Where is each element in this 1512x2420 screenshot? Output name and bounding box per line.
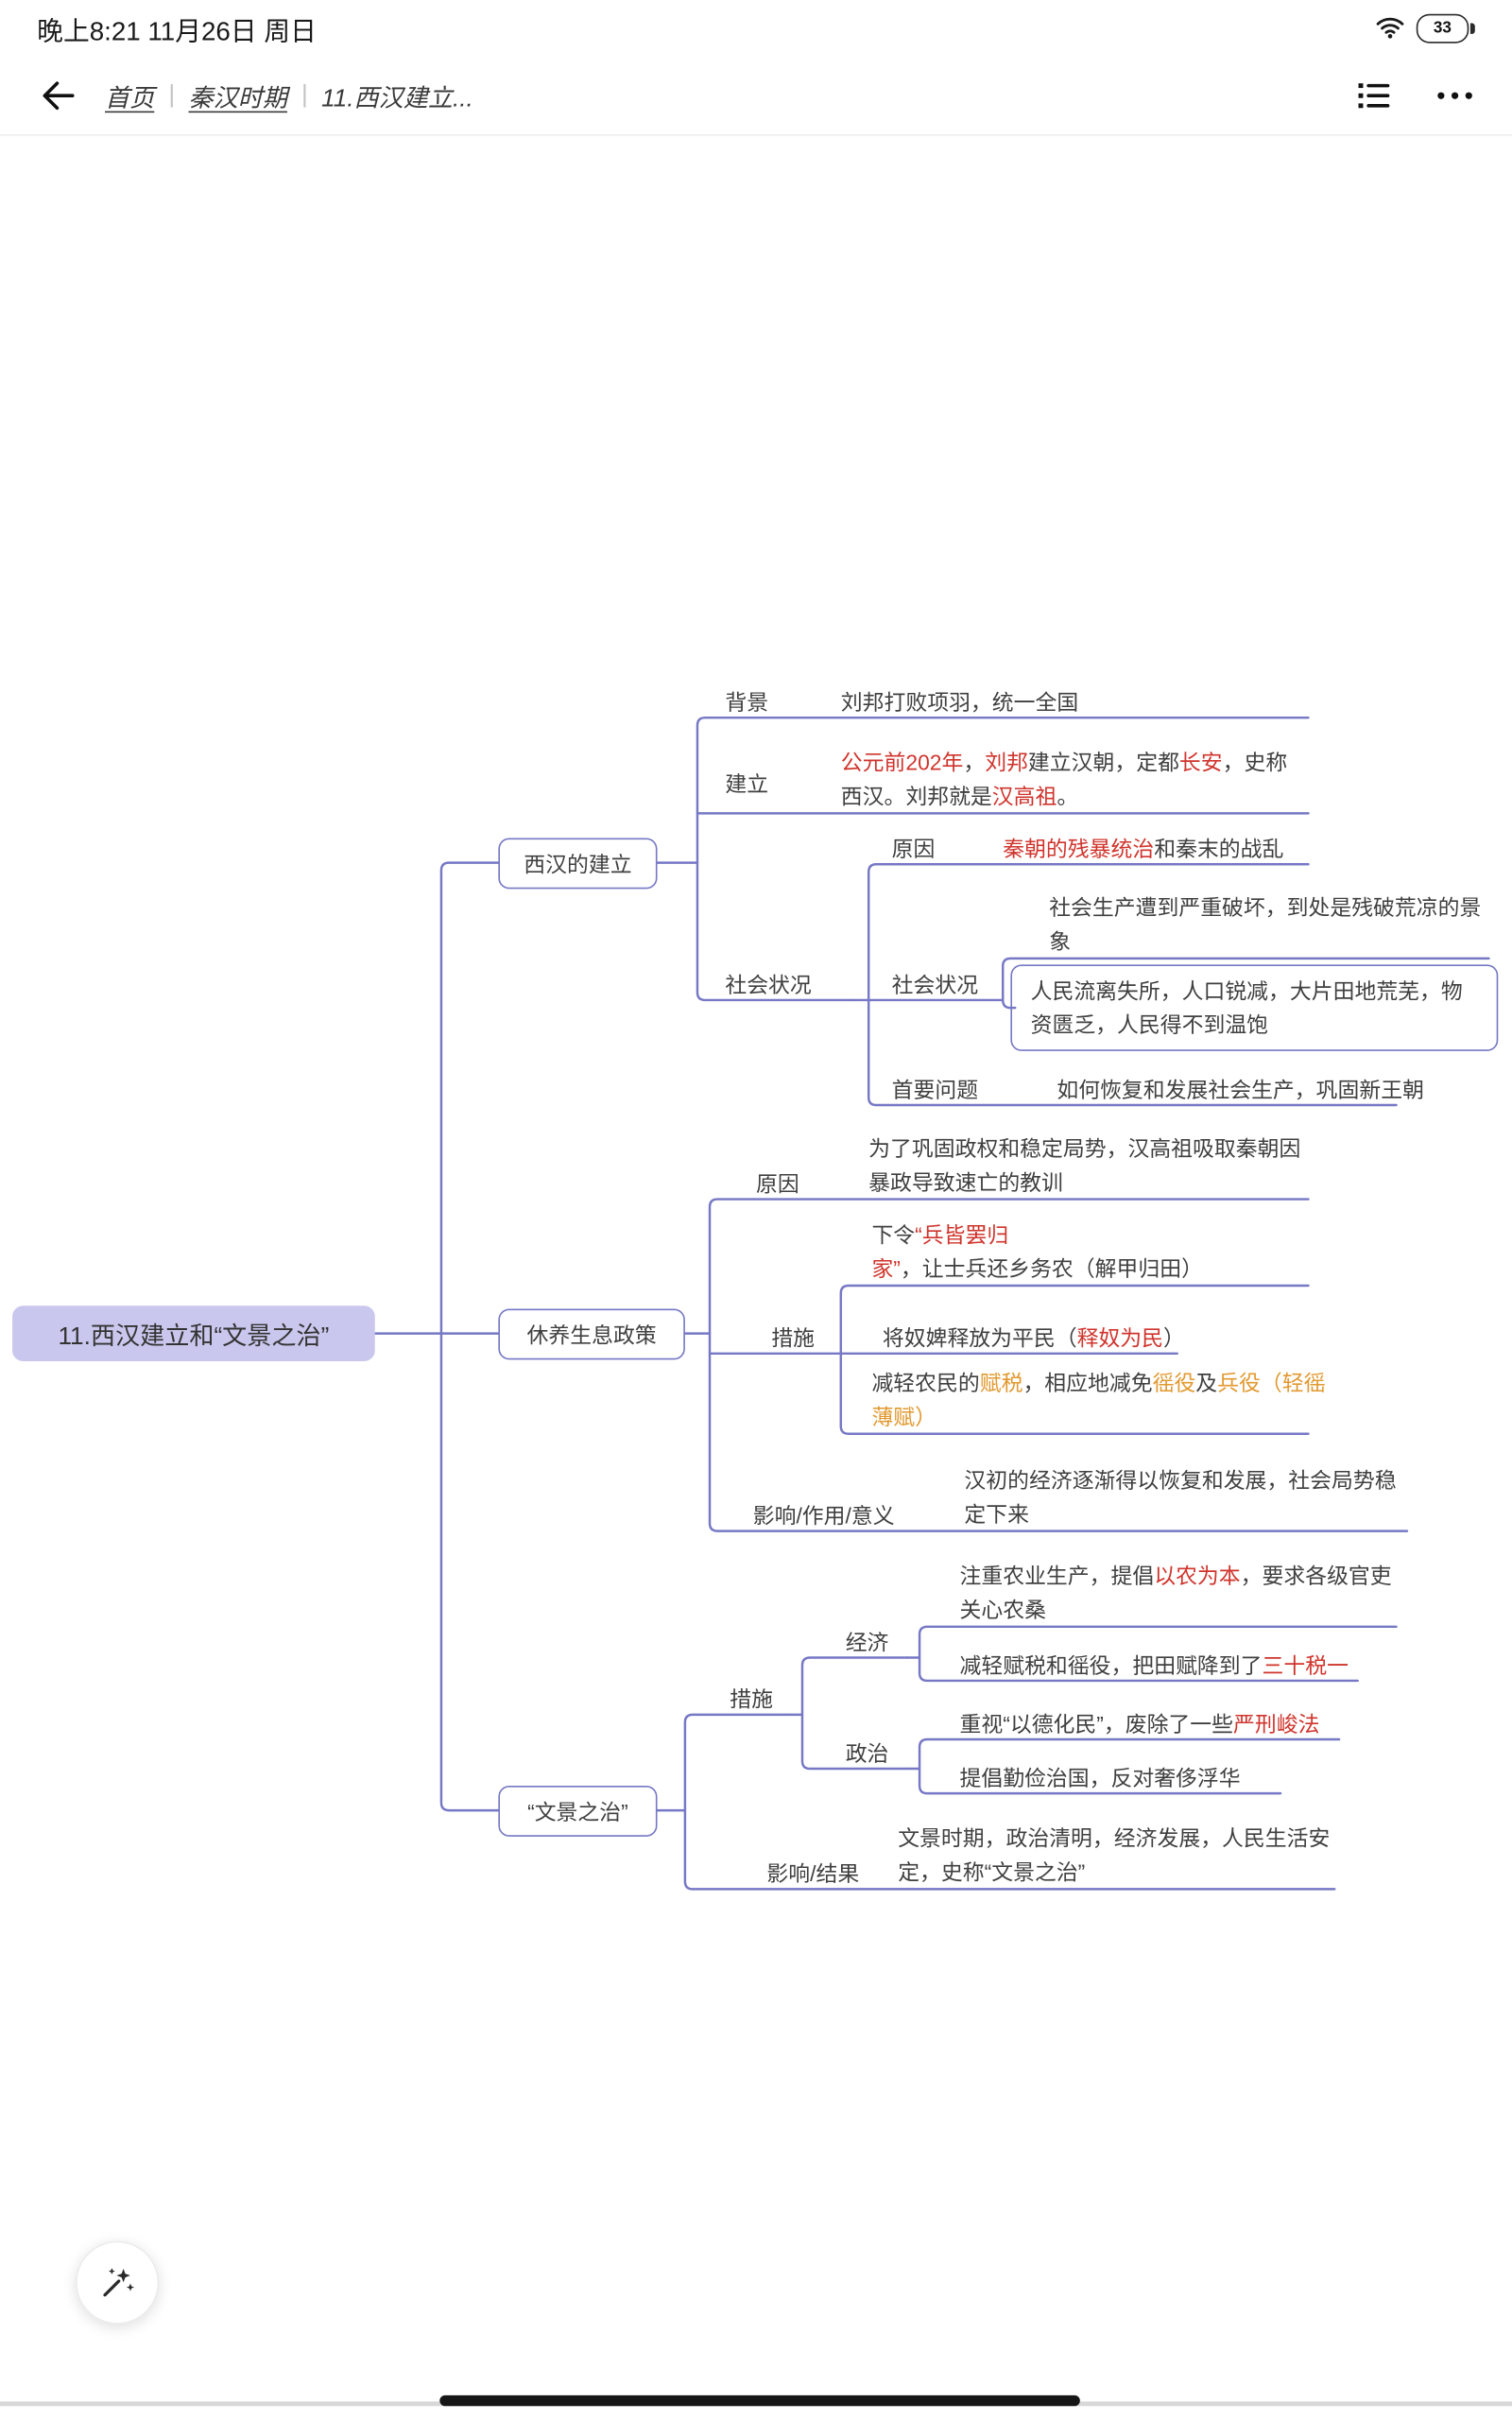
label-social-condition-sub[interactable]: 社会状况: [891, 972, 979, 997]
breadcrumb-separator: |: [167, 80, 175, 108]
label-result-b3[interactable]: 影响/结果: [766, 1860, 860, 1887]
value-founding[interactable]: 公元前202年，刘邦建立汉朝，定都长安，史称西汉。刘邦就是汉高祖。: [840, 750, 1288, 809]
value-politics-frugality[interactable]: 提倡勤俭治国，反对奢侈浮华: [959, 1765, 1241, 1790]
more-options-icon[interactable]: [1435, 77, 1474, 113]
back-button[interactable]: [37, 77, 77, 113]
status-bar: 晚上8:21 11月26日 周日 33: [0, 0, 1512, 56]
value-politics-virtue[interactable]: 重视“以德化民”，废除了一些严刑峻法: [959, 1711, 1320, 1737]
node-wenjing-era[interactable]: “文景之治”: [498, 1785, 658, 1837]
breadcrumb: 首页 | 秦汉时期 | 11.西汉建立...: [105, 77, 473, 113]
label-cause-b1[interactable]: 原因: [891, 836, 936, 862]
horizontal-scrollbar-thumb[interactable]: [439, 2394, 1080, 2407]
value-economy-agriculture[interactable]: 注重农业生产，提倡以农为本，要求各级官吏关心农桑: [959, 1563, 1392, 1622]
magic-wand-icon: [103, 2268, 135, 2297]
battery-indicator: 33: [1416, 12, 1475, 43]
value-production-damage[interactable]: 社会生产遭到严重破坏，到处是残破荒凉的景象: [1049, 894, 1482, 954]
value-result-b3[interactable]: 文景时期，政治清明，经济发展，人民生活安定，史称“文景之治”: [898, 1825, 1331, 1885]
breadcrumb-separator: |: [301, 80, 308, 108]
label-cause-b2[interactable]: 原因: [755, 1171, 799, 1197]
status-time-date: 晚上8:21 11月26日 周日: [37, 16, 317, 46]
breadcrumb-home[interactable]: 首页: [105, 85, 155, 112]
node-western-han-founding[interactable]: 西汉的建立: [498, 838, 658, 890]
label-measures-b3[interactable]: 措施: [730, 1686, 773, 1712]
value-measure-free-slaves[interactable]: 将奴婢释放为平民（释奴为民）: [882, 1325, 1185, 1351]
label-politics[interactable]: 政治: [845, 1740, 889, 1766]
value-economy-tax[interactable]: 减轻赋税和徭役，把田赋降到了三十税一: [959, 1652, 1349, 1678]
label-founding[interactable]: 建立: [725, 771, 769, 797]
battery-percent: 33: [1433, 18, 1452, 38]
label-background[interactable]: 背景: [725, 689, 769, 715]
node-root[interactable]: 11.西汉建立和“文景之治”: [12, 1305, 375, 1361]
label-measures-b2[interactable]: 措施: [771, 1325, 816, 1351]
label-social-condition[interactable]: 社会状况: [725, 972, 812, 997]
outline-icon[interactable]: [1354, 77, 1391, 113]
value-background[interactable]: 刘邦打败项羽，统一全国: [840, 689, 1079, 715]
value-key-issue[interactable]: 如何恢复和发展社会生产，巩固新王朝: [1057, 1077, 1424, 1102]
label-economy[interactable]: 经济: [845, 1630, 889, 1655]
value-measure-soldiers-home[interactable]: 下令“兵皆罢归家”，让士兵还乡务农（解甲归田）: [871, 1222, 1203, 1282]
magic-wand-button[interactable]: [75, 2240, 160, 2325]
label-key-issue[interactable]: 首要问题: [891, 1077, 979, 1102]
breadcrumb-qinhan-period[interactable]: 秦汉时期: [188, 85, 287, 112]
label-effect-b2[interactable]: 影响/作用/意义: [752, 1503, 895, 1529]
nav-bar: 首页 | 秦汉时期 | 11.西汉建立...: [0, 55, 1512, 136]
node-rest-recuperation-policy[interactable]: 休养生息政策: [498, 1308, 685, 1360]
value-cause-b1[interactable]: 秦朝的残暴统治和秦末的战乱: [1003, 836, 1284, 862]
value-measure-lighten-taxes[interactable]: 减轻农民的赋税，相应地减免徭役及兵役（轻徭薄赋）: [871, 1370, 1326, 1429]
value-cause-b2[interactable]: 为了巩固政权和稳定局势，汉高祖吸取秦朝因暴政导致速亡的教训: [868, 1135, 1301, 1195]
wifi-icon: [1376, 17, 1404, 39]
value-people-displacement-box[interactable]: 人民流离失所，人口锐减，大片田地荒芜，物资匮乏，人民得不到温饱: [1010, 964, 1499, 1051]
value-effect-b2[interactable]: 汉初的经济逐渐得以恢复和发展，社会局势稳定下来: [964, 1467, 1397, 1527]
breadcrumb-current-page: 11.西汉建立...: [321, 85, 473, 112]
